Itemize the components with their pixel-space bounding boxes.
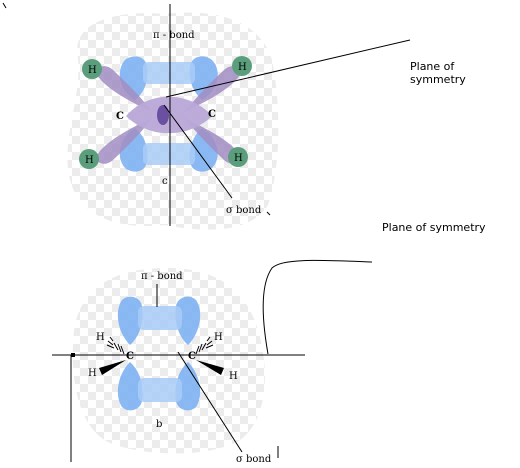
hydrogen-atom-top-left xyxy=(82,59,102,79)
hydrogen-label: H xyxy=(229,371,238,382)
hydrogen-atom-top-right xyxy=(232,56,252,76)
carbon-label-left: C xyxy=(126,351,134,362)
wedge-bond-left xyxy=(99,360,126,375)
sigma-bond-label: σ bond xyxy=(236,454,272,465)
figure-a-sublabel: c xyxy=(162,176,168,187)
sigma-pointer xyxy=(177,351,243,453)
axis-end-marker xyxy=(71,353,75,357)
hydrogen-label: H xyxy=(85,155,94,166)
plane-label-line1: Plane of xyxy=(410,60,455,73)
figure-b-backdrop xyxy=(72,267,265,454)
pi-bond-label: π - bond xyxy=(141,271,183,282)
hydrogen-label: H xyxy=(88,368,97,379)
carbon-label-right: C xyxy=(208,109,216,120)
hydrogen-label: H xyxy=(96,332,105,343)
hydrogen-atom-bottom-right xyxy=(228,147,248,167)
figure-a: H H H H C C π - bond σ bond c Plane of s… xyxy=(2,2,466,230)
plane-label-line2: symmetry xyxy=(410,73,466,86)
hydrogen-atom-bottom-left xyxy=(79,149,99,169)
figure-b-sublabel: b xyxy=(156,419,162,430)
hashed-bond-left xyxy=(106,336,125,355)
hashed-bond-right xyxy=(195,336,214,355)
sigma-bond-label: σ bond xyxy=(226,205,262,216)
sp2-lobes xyxy=(96,66,241,164)
hydrogen-label: H xyxy=(234,153,243,164)
carbon-label-left: C xyxy=(116,111,124,122)
plane-of-symmetry-label: Plane of symmetry xyxy=(382,221,486,234)
carbon-label-right: C xyxy=(188,351,196,362)
hydrogen-label: H xyxy=(214,332,223,343)
plane-curve xyxy=(262,259,373,355)
stray-mark xyxy=(266,211,271,216)
figure-b: H H H H C C π - bond σ bond b xyxy=(52,259,373,465)
pi-overlap-regions xyxy=(143,62,195,165)
stray-mark xyxy=(2,2,7,9)
pi-bond-label: π - bond xyxy=(153,30,195,41)
hydrogen-atoms: H H H H xyxy=(79,56,252,169)
plane-line xyxy=(165,39,411,98)
hydrogen-label: H xyxy=(88,65,97,76)
sigma-center xyxy=(157,105,169,125)
p-orbital-lobes xyxy=(117,296,201,411)
pi-overlap-regions xyxy=(138,306,182,402)
sigma-pointer xyxy=(163,104,233,199)
wedge-bond-right xyxy=(196,360,224,375)
hydrogen-label: H xyxy=(238,62,247,73)
